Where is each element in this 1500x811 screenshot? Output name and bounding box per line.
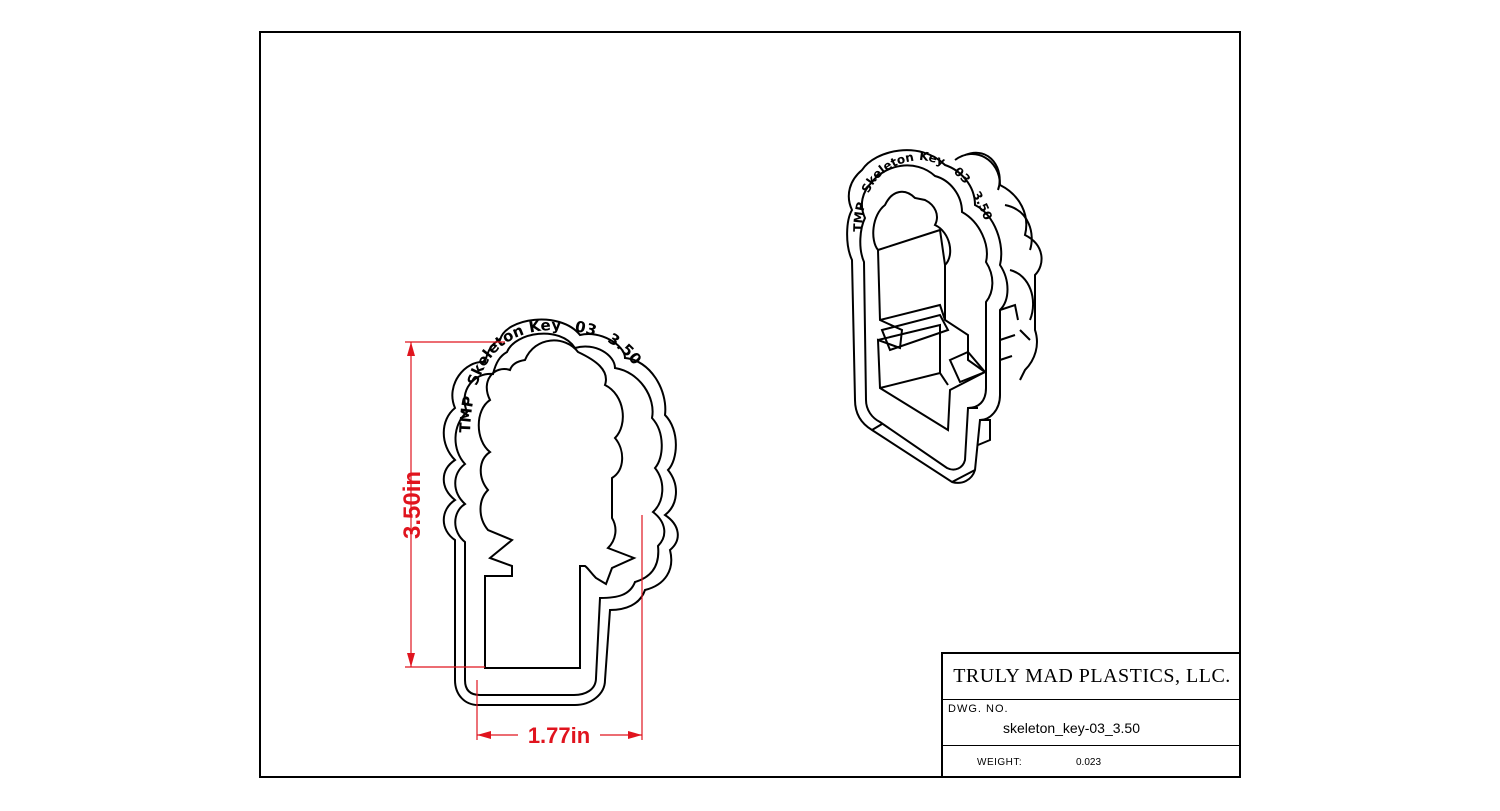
iso-side-steps bbox=[977, 303, 1019, 446]
cutter-inner-outline bbox=[454, 332, 666, 696]
drawing-number-cell: DWG. NO. skeleton_key-03_3.50 bbox=[943, 700, 1241, 746]
iso-wall-5 bbox=[879, 371, 949, 389]
cutter-outer-outline bbox=[442, 318, 679, 706]
iso-wall-2 bbox=[879, 303, 946, 321]
drawing-number-label: DWG. NO. bbox=[948, 703, 1009, 715]
drawing-number: skeleton_key-03_3.50 bbox=[1003, 720, 1140, 736]
weight-cell: WEIGHT: 0.023 bbox=[943, 746, 1241, 780]
iso-engraving: TMP Skeleton Key 03 3.50 bbox=[851, 149, 995, 232]
iso-cavity bbox=[872, 190, 987, 432]
cutter-cavity bbox=[477, 339, 637, 669]
dimension-height bbox=[405, 341, 505, 668]
front-engraving: TMP Skeleton Key 03 3.50 bbox=[456, 316, 645, 433]
engraving-text-front: TMP Skeleton Key 03 3.50 bbox=[456, 316, 645, 433]
iso-back-layer bbox=[954, 153, 1043, 381]
iso-wall-1 bbox=[877, 228, 946, 266]
weight-value: 0.023 bbox=[1076, 757, 1102, 768]
front-view bbox=[442, 318, 679, 706]
weight-label: WEIGHT: bbox=[977, 757, 1023, 768]
iso-front-outer bbox=[846, 149, 1009, 484]
isometric-view bbox=[846, 149, 1043, 484]
iso-wall-4 bbox=[877, 323, 941, 341]
height-arrow-bottom bbox=[407, 653, 415, 667]
iso-notch bbox=[948, 350, 987, 384]
dimension-width bbox=[476, 515, 643, 740]
company-name: TRULY MAD PLASTICS, LLC. bbox=[943, 654, 1241, 700]
drawing-sheet bbox=[259, 31, 1241, 778]
height-dimension-label: 3.50in bbox=[399, 471, 426, 539]
height-arrow-top bbox=[407, 342, 415, 356]
iso-back-layer-2 bbox=[964, 151, 1035, 341]
iso-front-inner bbox=[859, 164, 994, 471]
width-arrow-left bbox=[477, 731, 491, 739]
iso-base-lines bbox=[871, 407, 978, 483]
width-dimension-label: 1.77in bbox=[528, 723, 590, 748]
title-block: TRULY MAD PLASTICS, LLC. DWG. NO. skelet… bbox=[941, 652, 1241, 778]
engraving-text-iso: TMP Skeleton Key 03 3.50 bbox=[851, 149, 995, 232]
width-arrow-right bbox=[628, 731, 642, 739]
iso-wall-3 bbox=[880, 313, 950, 352]
